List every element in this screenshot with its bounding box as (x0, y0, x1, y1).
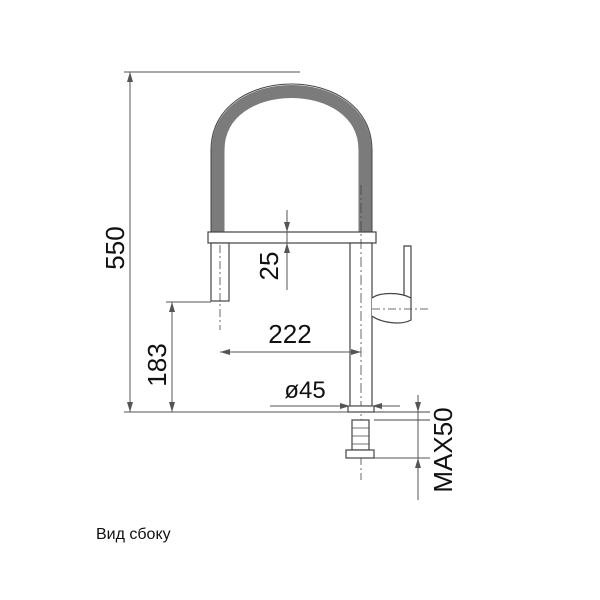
dim-spout-height-arrow-top (169, 302, 175, 312)
dim-reach-arrow-right (351, 349, 361, 355)
dim-drop-label: 25 (254, 252, 284, 281)
dim-total-height-arrow-bottom (127, 402, 133, 412)
lever-handle (403, 245, 412, 301)
dim-max-label: MAX50 (428, 407, 458, 492)
dim-total-height-arrow-top (127, 72, 133, 82)
dim-diameter-label: ø45 (284, 377, 325, 404)
dim-spout-height-arrow-bottom (169, 402, 175, 412)
dim-reach-arrow-left (220, 349, 230, 355)
dim-total-height-label: 550 (100, 226, 130, 269)
dim-drop-arrow-bottom (284, 243, 290, 253)
base-collar (347, 405, 375, 413)
hose-arch-inner-line (210, 83, 373, 232)
dim-max-arrow-top (415, 402, 421, 412)
lever-joint (371, 292, 412, 324)
spout-holder-bar (207, 231, 377, 244)
view-label: Вид сбоку (96, 526, 171, 543)
dim-spout-height-label: 183 (142, 343, 172, 386)
hose-arch (211, 85, 372, 232)
dim-diameter-arrow-left (340, 403, 350, 409)
shank-nut (345, 449, 375, 459)
dim-drop-arrow-top (284, 222, 290, 232)
dim-diameter-arrow-right (372, 403, 382, 409)
threaded-shank (351, 419, 370, 451)
dim-reach-label: 222 (268, 319, 311, 349)
dim-max-arrow-bottom (415, 458, 421, 468)
